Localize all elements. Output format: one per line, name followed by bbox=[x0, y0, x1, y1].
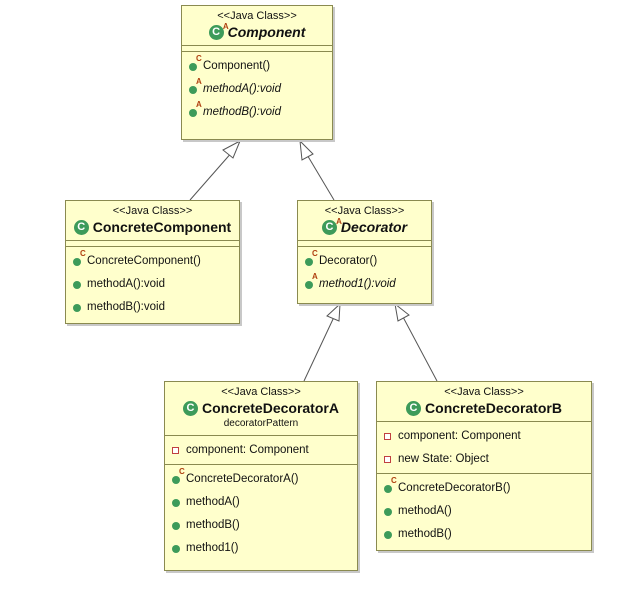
inheritance-line-decoratorb-decorator bbox=[402, 316, 438, 382]
constructor-icon: C bbox=[172, 467, 185, 484]
constructor-icon: C bbox=[305, 249, 318, 266]
fields-section bbox=[182, 46, 332, 52]
fields-section: component: Component new State: Object bbox=[377, 422, 591, 474]
member-row[interactable]: methodB() bbox=[377, 523, 591, 546]
member-row[interactable]: methodA():void bbox=[66, 273, 239, 296]
method-icon bbox=[172, 498, 180, 507]
inheritance-line-concretecomponent-component bbox=[189, 150, 234, 201]
class-concretedecoratora[interactable]: <<Java Class>> C ConcreteDecoratorA deco… bbox=[164, 381, 358, 571]
abstract-method-icon: A bbox=[305, 272, 318, 289]
member-row[interactable]: methodA() bbox=[377, 500, 591, 523]
field-row[interactable]: component: Component bbox=[165, 439, 357, 462]
private-field-icon bbox=[384, 456, 391, 463]
method-icon bbox=[172, 521, 180, 530]
class-header: <<Java Class>> C ConcreteDecoratorB bbox=[377, 382, 591, 422]
abstract-method-icon: A bbox=[189, 100, 202, 117]
method-icon bbox=[172, 544, 180, 553]
inheritance-line-decoratora-decorator bbox=[303, 316, 335, 382]
class-icon: C bbox=[406, 400, 422, 416]
field-row[interactable]: component: Component bbox=[377, 425, 591, 448]
stereotype-label: <<Java Class>> bbox=[221, 386, 301, 398]
member-row[interactable]: methodA() bbox=[165, 491, 357, 514]
class-name-text: ConcreteComponent bbox=[92, 219, 232, 235]
method-icon bbox=[384, 530, 392, 539]
class-header: <<Java Class>> C ConcreteDecoratorA deco… bbox=[165, 382, 357, 436]
method-icon bbox=[384, 507, 392, 516]
fields-section: component: Component bbox=[165, 436, 357, 465]
inheritance-arrowhead bbox=[394, 302, 410, 322]
method-icon bbox=[73, 303, 81, 312]
class-name-text: ConcreteDecoratorA bbox=[202, 400, 339, 416]
class-header: <<Java Class>> C ConcreteComponent bbox=[66, 201, 239, 241]
member-row[interactable]: method1() bbox=[165, 537, 357, 560]
class-icon: C bbox=[183, 400, 199, 416]
inheritance-arrowhead bbox=[222, 139, 241, 159]
abstract-method-icon: A bbox=[189, 77, 202, 94]
stereotype-label: <<Java Class>> bbox=[217, 10, 297, 22]
inheritance-arrowhead bbox=[326, 302, 341, 322]
stereotype-label: <<Java Class>> bbox=[444, 386, 524, 398]
private-field-icon bbox=[384, 433, 391, 440]
class-name-text: Component bbox=[227, 24, 306, 40]
class-name-text: Decorator bbox=[340, 219, 408, 235]
fields-section bbox=[298, 241, 431, 247]
fields-section bbox=[66, 241, 239, 247]
inheritance-line-decorator-component bbox=[305, 152, 335, 201]
class-concretedecoratorb[interactable]: <<Java Class>> C ConcreteDecoratorB comp… bbox=[376, 381, 592, 551]
stereotype-label: <<Java Class>> bbox=[112, 205, 193, 217]
class-name: C ConcreteComponent bbox=[66, 218, 239, 236]
field-row[interactable]: new State: Object bbox=[377, 448, 591, 471]
class-name: C ConcreteDecoratorB bbox=[377, 399, 591, 417]
private-field-icon bbox=[172, 447, 179, 454]
constructor-icon: C bbox=[384, 476, 397, 493]
constructor-icon: C bbox=[189, 54, 202, 71]
method-icon bbox=[73, 280, 81, 289]
class-name-text: ConcreteDecoratorB bbox=[425, 400, 562, 416]
class-icon: C bbox=[73, 219, 89, 235]
package-label: decoratorPattern bbox=[223, 418, 299, 429]
stereotype-label: <<Java Class>> bbox=[324, 205, 405, 217]
member-row[interactable]: methodB() bbox=[165, 514, 357, 537]
constructor-icon: C bbox=[73, 249, 86, 266]
member-row[interactable]: methodB():void bbox=[66, 296, 239, 319]
inheritance-arrowhead bbox=[299, 139, 314, 161]
class-name: C ConcreteDecoratorA bbox=[165, 399, 357, 417]
